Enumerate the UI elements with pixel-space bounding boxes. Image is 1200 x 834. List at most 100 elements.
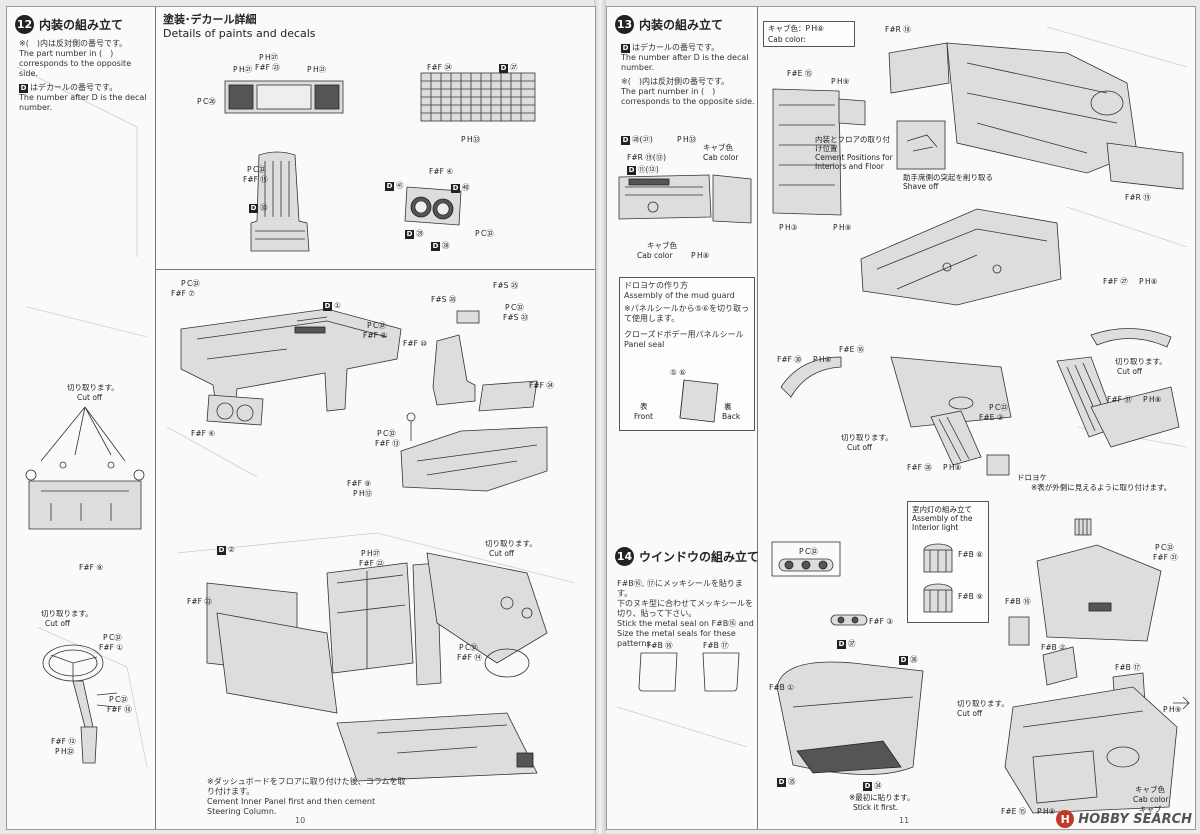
mudguard-seal-drawing xyxy=(679,379,719,423)
background-ghost-art xyxy=(16,66,258,768)
roof-drawing xyxy=(1036,544,1162,642)
label: F#S ㉕ xyxy=(493,281,519,290)
label: F#F ㉗ xyxy=(1103,277,1128,286)
label: F#E ⑮ xyxy=(1001,807,1027,816)
watermark-text: HOBBY SEARCH xyxy=(1078,811,1192,827)
mat-drawing xyxy=(420,72,536,122)
panel-seal-en: Panel seal xyxy=(624,340,665,349)
shave-jp: 助手席側の突起を削り取る xyxy=(903,173,993,182)
window-note-en: Stick the metal seal on F#B⑯ and Size th… xyxy=(617,619,754,648)
label: ㊳ xyxy=(442,241,450,250)
window-seal-patterns xyxy=(638,652,740,692)
label: F#E ⑯ xyxy=(839,345,865,354)
label: ※最初に貼ります。 xyxy=(849,793,915,802)
label: 切り取ります。 xyxy=(485,539,537,548)
label: 切り取ります。 xyxy=(841,433,893,442)
cab-color-jp: キャブ色：P H⑧ xyxy=(768,24,824,33)
label: ㊶ xyxy=(396,181,404,190)
gauge-panel-drawing xyxy=(206,394,264,426)
label: P H⑧ xyxy=(1143,395,1162,404)
label: F#F ⑨ xyxy=(347,479,372,488)
label: F#B ① xyxy=(769,683,794,692)
dashboard-note-jp: ※ダッシュボードをフロアに取り付けた後、コラムを取り付けます。 xyxy=(207,777,406,796)
dashboard-note-en: Cement Inner Panel first and then cement… xyxy=(207,797,376,816)
label: P C㉜ xyxy=(181,279,200,288)
label: P C㉜ xyxy=(1155,543,1174,552)
step-number: 14 xyxy=(615,547,634,566)
mudguard-numbers: ⑤ ⑥ xyxy=(670,368,686,377)
label: P H㉗ xyxy=(259,53,279,62)
section-divider xyxy=(155,269,595,270)
paints-title-en: Details of paints and decals xyxy=(163,27,316,40)
label: ※表が外側に見えるように取り付けます。 xyxy=(1031,483,1172,492)
gauge-cluster-drawing xyxy=(404,186,462,226)
label: P C㉜ xyxy=(377,429,396,438)
label: P H⑧ xyxy=(691,251,710,260)
label: F#F ⑬ xyxy=(375,439,400,448)
label: Cab color xyxy=(1133,795,1169,804)
window-note-jp1: F#B⑯, ⑰にメッキシールを貼ります。 xyxy=(617,579,743,598)
dashboard-drawing xyxy=(180,308,402,412)
shave-en: Shave off xyxy=(903,182,939,191)
label: F#F ⑫ xyxy=(51,737,76,746)
label: キャブ xyxy=(1139,805,1162,814)
label: ㊵ xyxy=(462,183,470,192)
side-panel-drawing xyxy=(772,88,866,216)
label: 切り取ります。 xyxy=(41,609,93,618)
label: P C㉜ xyxy=(367,321,386,330)
front-jp: 表 xyxy=(640,402,648,411)
column-divider xyxy=(155,7,156,829)
interior-light-drawing xyxy=(923,543,953,613)
mudguard-note-jp: ※パネルシールから⑤⑥を切り取って使用します。 xyxy=(624,304,750,323)
window-note-jp2: 下のヌキ型に合わせてメッキシールを切り、貼って下さい。 xyxy=(617,599,753,618)
step-title: 内装の組み立て xyxy=(39,18,124,32)
label: F#F ㉖ xyxy=(907,463,932,472)
label: F#B ⑰ xyxy=(1115,663,1141,672)
decal-note-jp: はデカールの番号です。 xyxy=(30,83,118,92)
step-12-header: 12 内装の組み立て xyxy=(15,15,123,34)
step-number: 13 xyxy=(615,15,634,34)
label: ドロヨケ xyxy=(1017,473,1047,482)
dashboard-note: ※ダッシュボードをフロアに取り付けた後、コラムを取り付けます。 Cement I… xyxy=(207,777,407,817)
label: ⑪(⑫) xyxy=(638,165,659,174)
lens-part-drawing xyxy=(830,614,868,626)
label: F#B ⑯ xyxy=(1005,597,1031,606)
label: F#F ㉒ xyxy=(359,559,384,568)
page-number: 11 xyxy=(899,816,910,825)
label: F#B ⑯ xyxy=(647,641,673,650)
interior-jp: 内装とフロアの取り付け位置 xyxy=(815,135,890,153)
label: キャブ色 xyxy=(647,241,677,250)
label: F#F ⑮ xyxy=(243,175,268,184)
label: P H㉑ xyxy=(233,65,253,74)
paints-title: 塗装･デカール詳細 Details of paints and decals xyxy=(163,13,316,41)
floor-fender-drawing xyxy=(780,328,1180,476)
label: F#F ④ xyxy=(191,429,216,438)
label: F#F ⑭ xyxy=(457,653,482,662)
windshield-tub-drawing xyxy=(776,661,924,775)
seat-floor-drawing xyxy=(400,310,548,492)
label: F#B ⑨ xyxy=(958,592,983,601)
label: P H㉑ xyxy=(307,65,327,74)
label: Cut off xyxy=(77,393,103,402)
label: P H⑬ xyxy=(353,489,373,498)
lamp-drawing xyxy=(1074,518,1092,536)
label: F#F ⑧ xyxy=(363,331,388,340)
label: F#S ㉖ xyxy=(431,295,457,304)
label: Cut off xyxy=(847,443,873,452)
label: 切り取ります。 xyxy=(1115,357,1167,366)
panel-seal-jp: クローズドボデー用パネルシール xyxy=(624,330,744,339)
step-title: 内装の組み立て xyxy=(639,18,724,32)
door-panel-drawing xyxy=(618,174,752,224)
cab-interior-drawing xyxy=(176,532,576,782)
label: F#F ㉚ xyxy=(777,355,802,364)
label: F#F ㉓ xyxy=(187,597,212,606)
paren-note-jp: ※( )内は反対側の番号です。 xyxy=(19,39,128,48)
label: F#B ⑧ xyxy=(958,550,983,559)
label: ① xyxy=(334,301,341,310)
interior-positions-note: 内装とフロアの取り付け位置 Cement Positions for Inter… xyxy=(815,135,897,171)
step-13-header: 13 内装の組み立て xyxy=(615,15,723,34)
label: P H㉝ xyxy=(461,135,481,144)
label: Stick it first. xyxy=(853,803,899,812)
label: ㊲ xyxy=(848,639,856,648)
decal-mark: D xyxy=(621,44,630,53)
